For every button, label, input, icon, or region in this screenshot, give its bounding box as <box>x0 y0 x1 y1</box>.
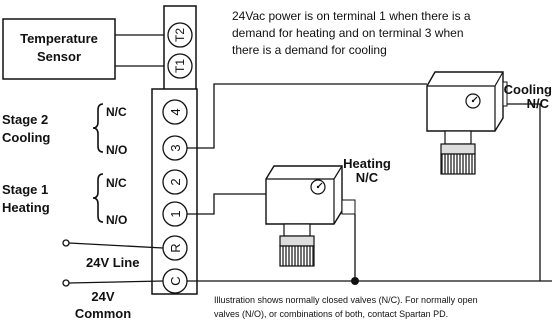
heating-valve <box>265 165 356 267</box>
cooling-valve <box>426 71 508 175</box>
terminal-2: 2 <box>162 169 188 195</box>
terminal-t1-label: T1 <box>173 59 187 73</box>
sensor-label-line2: Sensor <box>37 49 81 64</box>
common-wire-left <box>68 280 164 284</box>
temperature-sensor-box <box>2 18 116 80</box>
sensor-terminal-strip <box>163 5 197 95</box>
heating-signal-wire <box>187 193 266 215</box>
top-note-line1: 24Vac power is on terminal 1 when there … <box>232 9 471 23</box>
terminal-t2-label: T2 <box>173 28 187 42</box>
cooling-common-drop <box>500 103 541 281</box>
terminal-3-label: 3 <box>168 144 183 151</box>
stage2-label-line2: Cooling <box>2 130 50 145</box>
stage2-nc: N/C <box>106 105 127 119</box>
terminal-1-label: 1 <box>168 210 183 217</box>
cooling-valve-label-line2: N/C <box>527 96 550 111</box>
terminal-3: 3 <box>162 135 188 161</box>
line-wire <box>68 242 164 249</box>
terminal-r-label: R <box>168 243 183 252</box>
terminal-2-label: 2 <box>168 178 183 185</box>
terminal-t2: T2 <box>167 22 193 48</box>
terminal-4-label: 4 <box>168 108 183 115</box>
top-note-line3: there is a demand for cooling <box>232 43 387 57</box>
junction-dot <box>351 277 359 285</box>
bottom-note-line1: Illustration shows normally closed valve… <box>214 295 478 305</box>
stage1-no: N/O <box>106 213 127 227</box>
stage2-label-line1: Stage 2 <box>2 112 48 127</box>
cooling-valve-label-line1: Cooling <box>504 82 552 97</box>
stage1-label-line1: Stage 1 <box>2 182 48 197</box>
heating-valve-label-line2: N/C <box>356 170 379 185</box>
stage1-nc: N/C <box>106 176 127 190</box>
stage1-brace <box>92 173 104 223</box>
cooling-signal-wire <box>187 83 427 149</box>
stage1-label-line2: Heating <box>2 200 50 215</box>
heating-valve-label-line1: Heating <box>343 156 391 171</box>
line-terminal-dot <box>62 239 70 247</box>
common-label-line1: 24V <box>91 289 114 304</box>
terminal-t1: T1 <box>167 53 193 79</box>
common-label-line2: Common <box>75 306 131 321</box>
bottom-note-line2: valves (N/O), or combinations of both, c… <box>214 309 448 319</box>
terminal-4: 4 <box>162 99 188 125</box>
sensor-label-line1: Temperature <box>20 31 98 46</box>
terminal-1: 1 <box>162 201 188 227</box>
terminal-c-label: C <box>168 276 183 285</box>
stage2-brace <box>92 103 104 153</box>
terminal-c: C <box>162 268 188 294</box>
terminal-r: R <box>162 235 188 261</box>
heating-valve-gauge-icon <box>310 179 326 195</box>
stage2-no: N/O <box>106 143 127 157</box>
line-24v-label: 24V Line <box>86 255 139 270</box>
common-terminal-dot <box>62 279 70 287</box>
top-note-line2: demand for heating and on terminal 3 whe… <box>232 26 464 40</box>
cooling-valve-gauge-icon <box>465 93 481 109</box>
